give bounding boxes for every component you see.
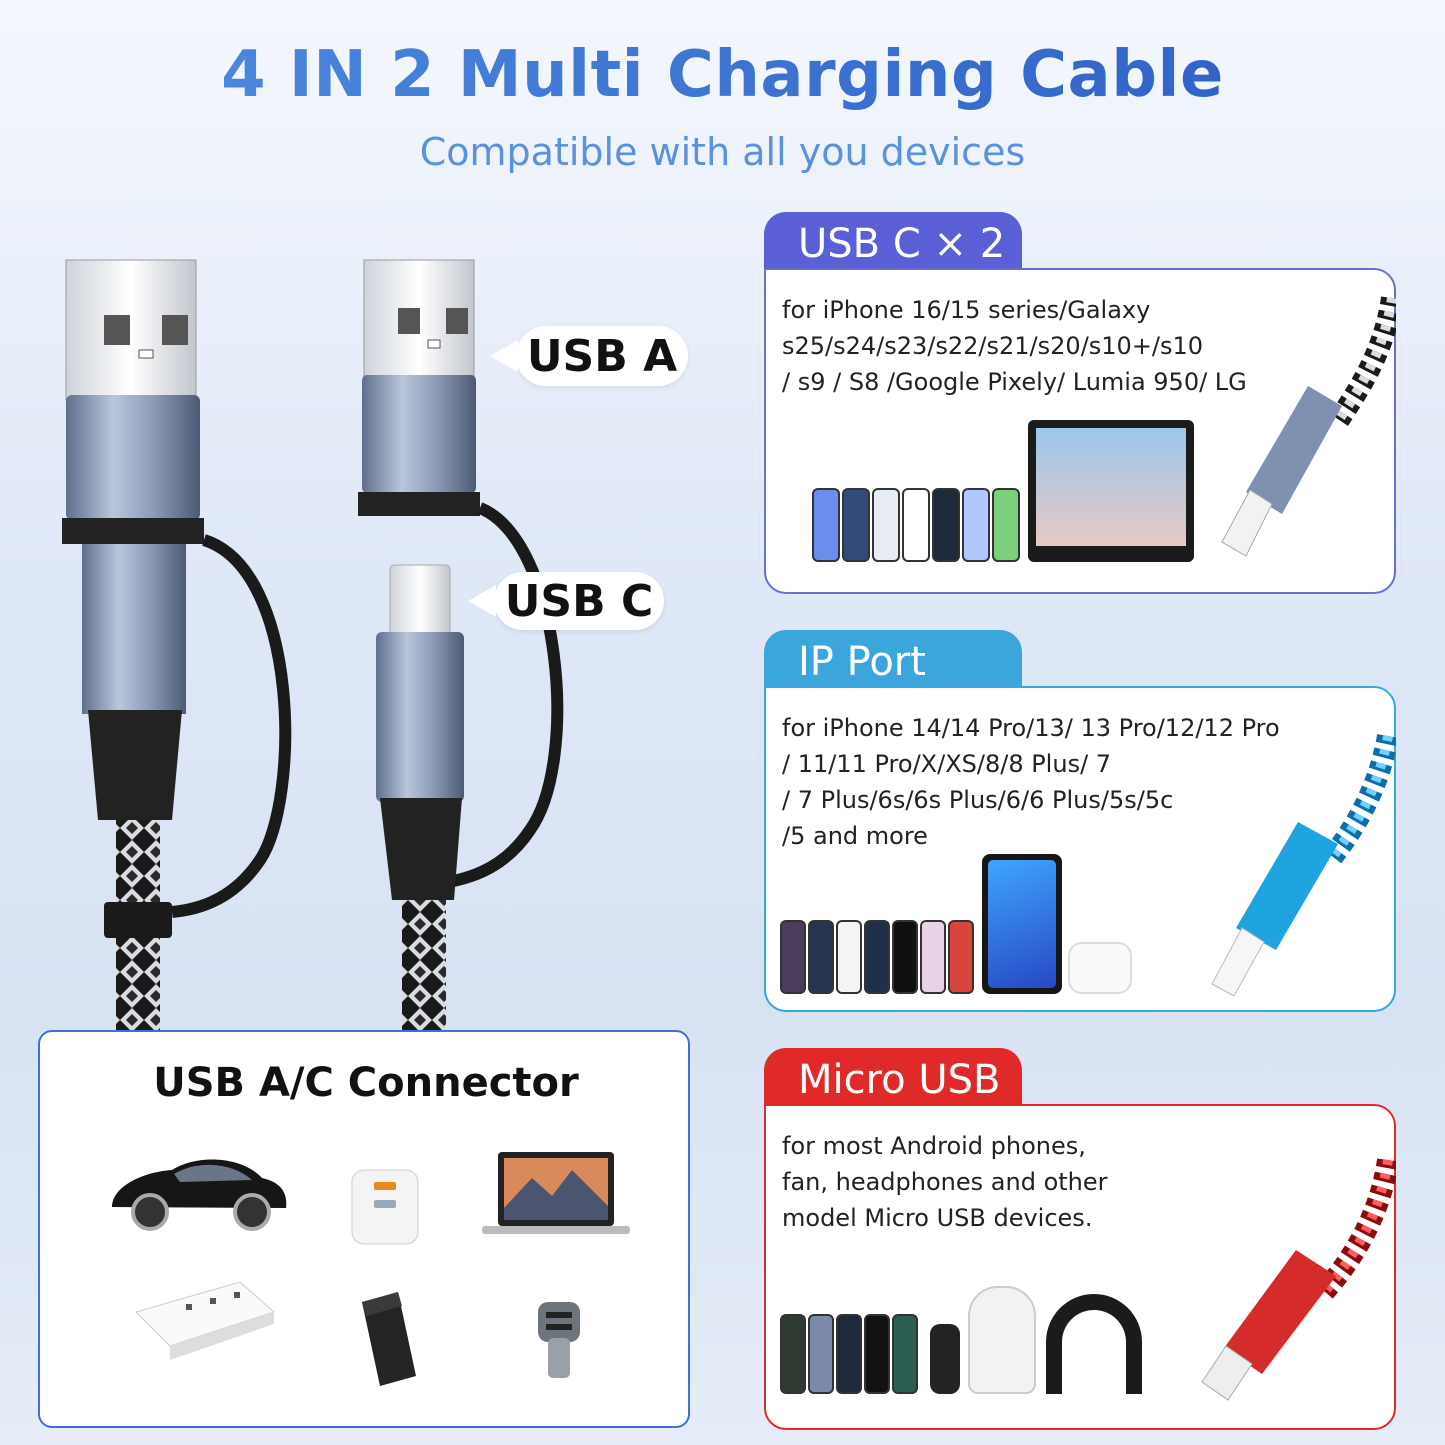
micro-usb-devices	[780, 1286, 1142, 1394]
connector-box-title: USB A/C Connector	[153, 1060, 579, 1106]
micro-usb-plug-icon	[1201, 1158, 1396, 1401]
micro-usb-panel: for most Android phones, fan, headphones…	[764, 1104, 1396, 1430]
ip-port-compat-text: for iPhone 14/14 Pro/13/ 13 Pro/12/12 Pr…	[782, 714, 1280, 850]
page-subtitle: Compatible with all you devices	[419, 130, 1026, 174]
car-charger-icon	[538, 1302, 580, 1378]
usb-a-connector-left	[62, 259, 292, 1030]
micro-usb-tab: Micro USB	[764, 1048, 1022, 1112]
lightning-plug-icon	[1211, 733, 1396, 997]
usb-c-devices	[812, 420, 1194, 562]
power-strip-icon	[135, 1281, 275, 1360]
ip-port-devices	[780, 854, 1132, 994]
wall-charger-icon	[351, 1169, 419, 1245]
power-bank-icon	[362, 1292, 416, 1386]
ip-port-tab: IP Port	[764, 630, 1022, 694]
laptop-icon	[482, 1152, 630, 1234]
connector-box: USB A/C Connector	[38, 1030, 690, 1428]
micro-usb-compat-text: for most Android phones, fan, headphones…	[782, 1132, 1108, 1232]
car-icon	[112, 1159, 287, 1231]
usb-c-callout: USB C	[494, 572, 664, 630]
usb-c-plug-icon	[1221, 296, 1396, 557]
usb-a-to-c-adapter	[358, 259, 564, 1030]
usb-c-panel: for iPhone 16/15 series/Galaxy s25/s24/s…	[764, 268, 1396, 594]
usb-c-compat-text: for iPhone 16/15 series/Galaxy s25/s24/s…	[782, 296, 1247, 396]
cable-illustration	[62, 259, 564, 1030]
page-title: 4 IN 2 Multi Charging Cable	[0, 38, 1445, 112]
ip-port-panel: for iPhone 14/14 Pro/13/ 13 Pro/12/12 Pr…	[764, 686, 1396, 1012]
usb-a-callout: USB A	[516, 326, 688, 386]
usb-c-tab: USB C × 2	[764, 212, 1022, 276]
